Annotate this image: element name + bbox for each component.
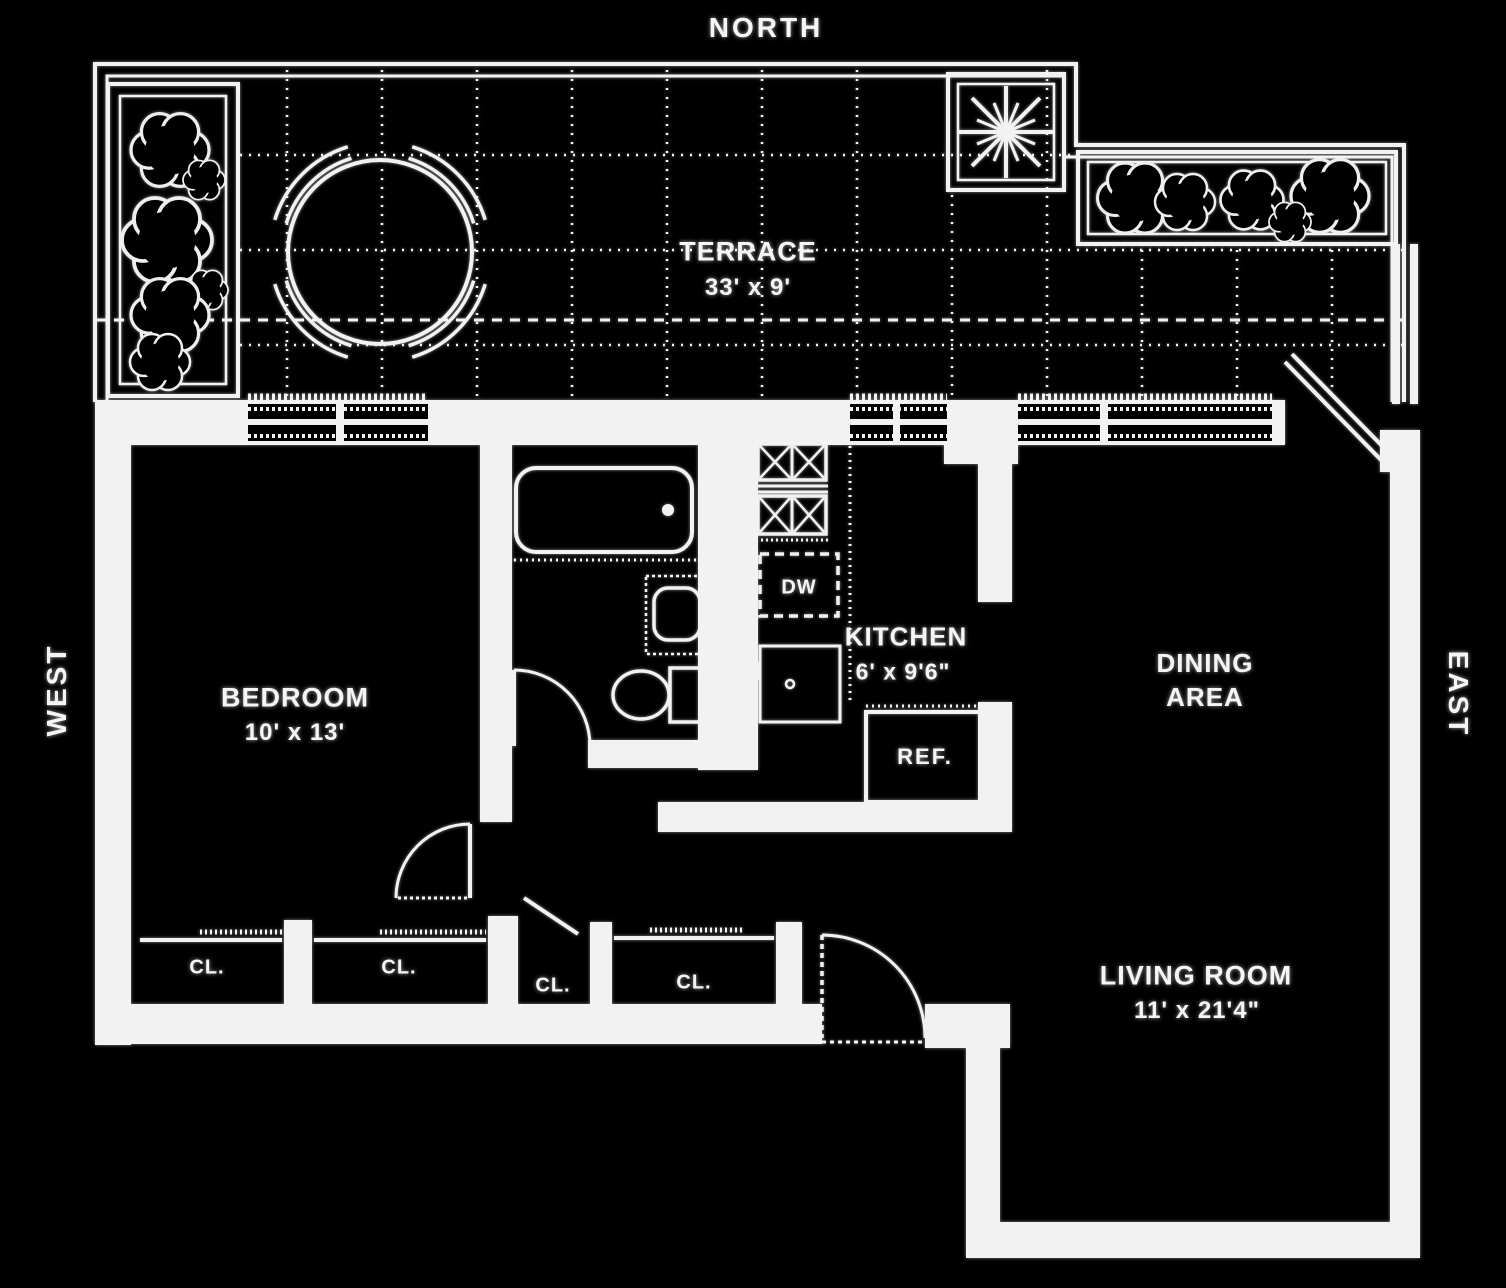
dishwasher-box [758, 552, 840, 618]
windows [248, 393, 1272, 441]
closet-label: CL. [676, 971, 712, 994]
closet-label: CL. [381, 956, 417, 979]
kitchen-sink [746, 644, 842, 724]
bathroom-door [512, 668, 592, 747]
bedroom-label: BEDROOM [221, 682, 369, 713]
terrace-door [1283, 352, 1394, 466]
terrace-grid [240, 70, 1402, 398]
living-room-dims: 11' x 21'4" [1134, 997, 1260, 1024]
bathtub [514, 466, 700, 562]
patio-table [286, 158, 474, 346]
compass-north-label: NORTH [708, 12, 824, 43]
bathroom-sink [644, 574, 716, 656]
kitchen-dims: 6' x 9'6" [855, 658, 951, 685]
compass-east-label: EAST [1443, 650, 1474, 738]
entry-door [820, 933, 927, 1044]
closet-label: CL. [535, 974, 571, 997]
closet-label: CL. [189, 956, 225, 979]
terrace-label: TERRACE [679, 236, 817, 267]
toilet [611, 666, 706, 724]
kitchen-label: KITCHEN [844, 621, 968, 652]
closet-doors [140, 896, 774, 942]
bedroom-dims: 10' x 13' [244, 719, 346, 746]
star-plant [946, 72, 1066, 192]
terrace-dims: 33' x 9' [704, 274, 792, 301]
compass-west-label: WEST [41, 643, 72, 737]
stove [756, 442, 828, 542]
right-planter [1076, 150, 1398, 246]
living-room-label: LIVING ROOM [1099, 960, 1293, 991]
apartment-walls [95, 244, 1420, 1258]
dining-area-label: DINING AREA [1156, 648, 1254, 712]
patio-chairs [273, 145, 487, 359]
refrigerator-box [864, 704, 984, 804]
left-planter [106, 82, 240, 398]
bedroom-door [394, 822, 472, 900]
refrigerator-label: REF. [897, 744, 953, 769]
dishwasher-label: DW [781, 576, 817, 599]
